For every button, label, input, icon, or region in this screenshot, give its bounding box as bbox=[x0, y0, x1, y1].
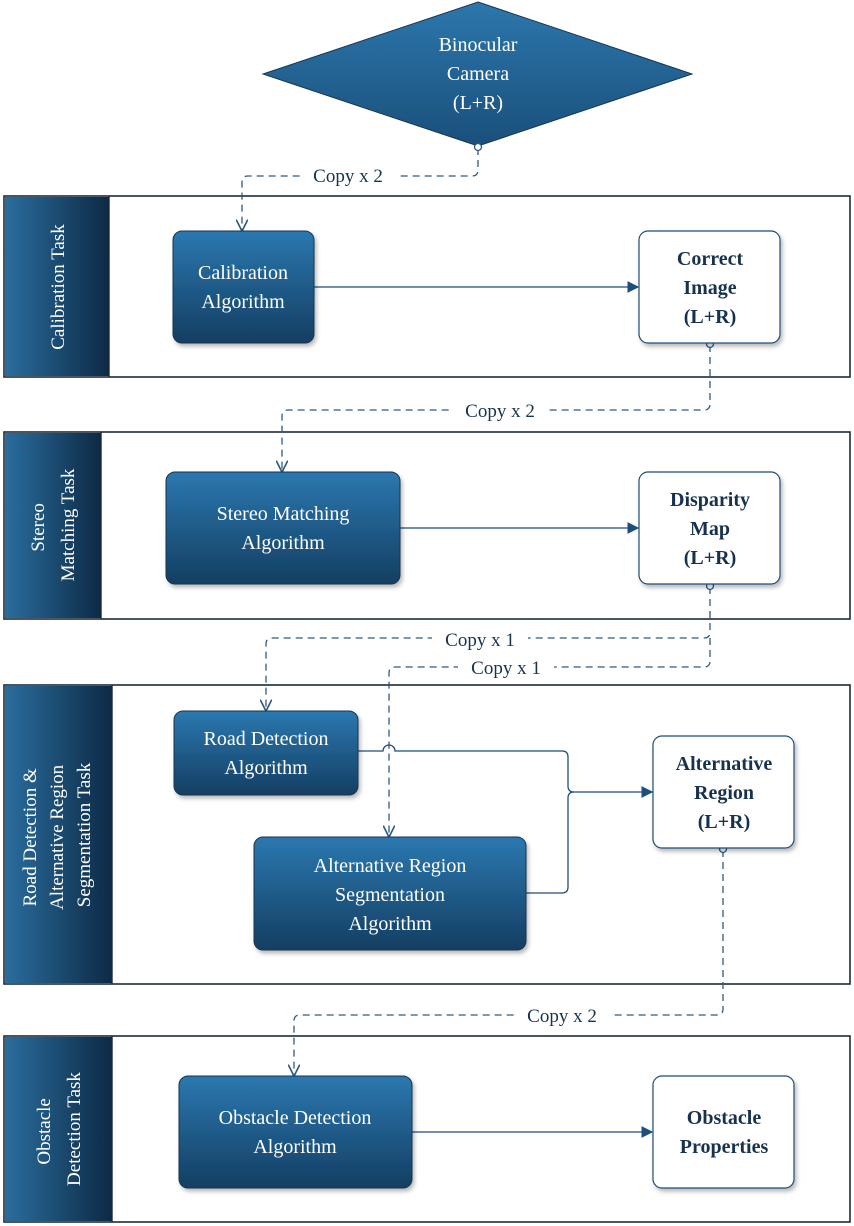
stereo-matching-box bbox=[165, 471, 401, 585]
lane-road-bar bbox=[5, 686, 112, 983]
lane-stereo-label: Stereo Matching Task bbox=[28, 468, 79, 581]
obstacle-detection-box bbox=[178, 1075, 413, 1189]
road-detection-label-2: Algorithm bbox=[224, 757, 308, 779]
correct-image-box bbox=[638, 230, 781, 344]
segmentation-label-2: Segmentation bbox=[335, 884, 445, 906]
obstacle-detection-label-2: Algorithm bbox=[253, 1136, 337, 1158]
binocular-camera-label-2: Camera bbox=[447, 63, 509, 85]
segmentation-label-3: Algorithm bbox=[348, 913, 432, 935]
copy-label-4: Copy x 2 bbox=[527, 1006, 597, 1027]
alternative-region-label-1: Alternative bbox=[676, 753, 773, 775]
obstacle-properties-label-2: Properties bbox=[680, 1136, 769, 1158]
copy-label-2: Copy x 2 bbox=[465, 401, 535, 422]
disparity-map-label-1: Disparity bbox=[670, 489, 750, 511]
lane-road-label: Road Detection & Alternative Region Segm… bbox=[20, 760, 95, 910]
alternative-region-label-3: (L+R) bbox=[698, 811, 751, 833]
node-labels: Calibration Algorithm Correct Image (L+R… bbox=[198, 248, 772, 1158]
copy-label-1: Copy x 2 bbox=[313, 166, 383, 187]
binocular-camera-label-1: Binocular bbox=[439, 34, 518, 56]
copy-connector-4 bbox=[294, 850, 724, 1075]
calibration-algorithm-box bbox=[172, 230, 315, 344]
correct-image-label-1: Correct bbox=[677, 248, 744, 270]
segmentation-label-1: Alternative Region bbox=[314, 855, 467, 877]
alternative-region-box bbox=[652, 735, 795, 849]
arrow-segmentation-to-region bbox=[526, 791, 575, 894]
disparity-map-label-2: Map bbox=[690, 518, 730, 540]
disparity-map-box bbox=[638, 471, 781, 585]
obstacle-properties-box bbox=[652, 1075, 795, 1189]
lane-calibration-bar bbox=[5, 197, 109, 376]
lane-obstacle-label: Obstacle Detection Task bbox=[34, 1072, 85, 1186]
alternative-region-label-2: Region bbox=[694, 782, 754, 804]
lane-calibration-label: Calibration Task bbox=[48, 224, 69, 350]
calibration-algorithm-label-2: Algorithm bbox=[201, 291, 285, 313]
road-detection-box bbox=[173, 710, 359, 796]
stereo-matching-label-2: Algorithm bbox=[241, 532, 325, 554]
disparity-map-label-3: (L+R) bbox=[684, 547, 737, 569]
copy-connector-1 bbox=[242, 148, 479, 230]
arrow-road-to-region bbox=[358, 744, 654, 798]
copy-connectors: Copy x 2 Copy x 2 Copy x 1 Copy x 1 Copy… bbox=[242, 142, 728, 1076]
correct-image-label-2: Image bbox=[683, 277, 736, 299]
lane-obstacle-bar bbox=[5, 1037, 112, 1221]
calibration-algorithm-label-1: Calibration bbox=[198, 262, 288, 284]
segmentation-box bbox=[253, 836, 527, 951]
flow-arrows bbox=[314, 281, 654, 1138]
obstacle-properties-label-1: Obstacle bbox=[687, 1107, 762, 1129]
copy-label-3b: Copy x 1 bbox=[471, 658, 541, 679]
correct-image-label-3: (L+R) bbox=[684, 306, 737, 328]
stereo-matching-label-1: Stereo Matching bbox=[217, 503, 350, 525]
obstacle-detection-label-1: Obstacle Detection bbox=[219, 1107, 372, 1129]
binocular-camera-label-3: (L+R) bbox=[453, 92, 503, 114]
lane-stereo-bar bbox=[5, 433, 101, 618]
road-detection-label-1: Road Detection bbox=[204, 728, 329, 750]
copy-label-3a: Copy x 1 bbox=[445, 630, 515, 651]
binocular-camera-node: Binocular Camera (L+R) bbox=[261, 1, 694, 147]
